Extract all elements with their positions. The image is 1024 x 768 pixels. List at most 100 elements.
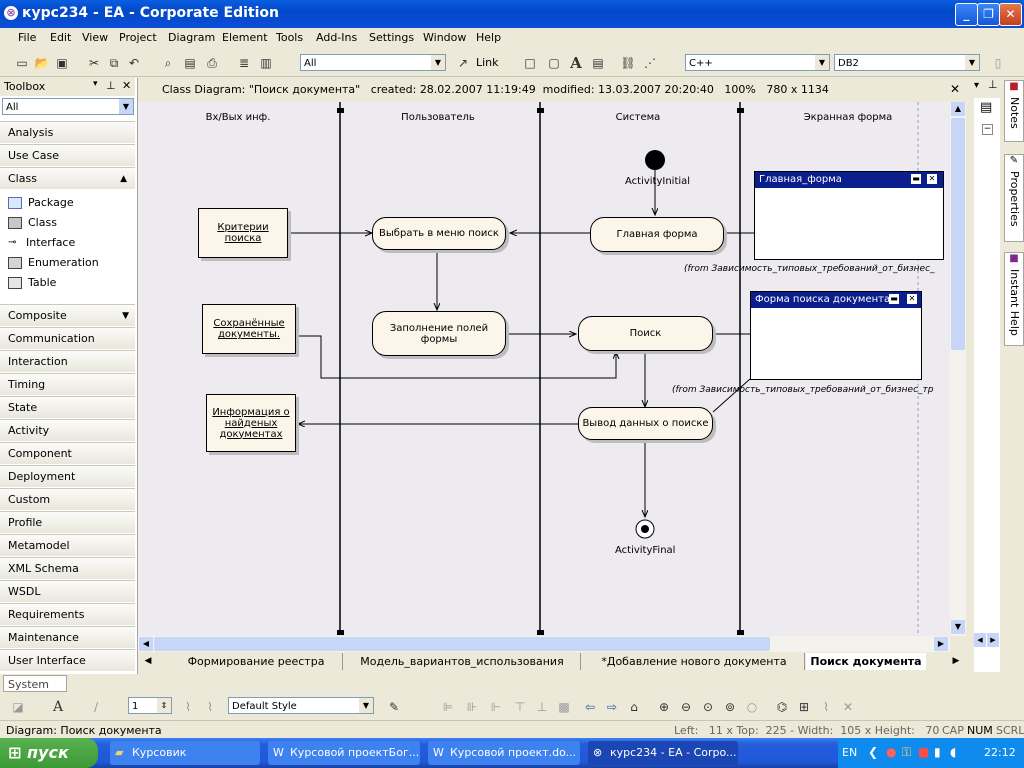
tray-network-icon[interactable]: ▮ — [934, 745, 941, 759]
align-middle-icon[interactable]: ⊥ — [536, 700, 548, 714]
notes-icon[interactable]: ≣ — [238, 56, 250, 70]
align-left-icon[interactable]: ⊫ — [442, 700, 454, 714]
project-tree-panel[interactable]: ▤ − ◀ ▶ — [974, 98, 1000, 672]
menu-edit[interactable]: Edit — [50, 31, 72, 44]
pin-icon[interactable]: ⊥ — [106, 79, 116, 92]
menu-project[interactable]: Project — [119, 31, 157, 44]
rectangle-icon[interactable]: □ — [524, 56, 536, 70]
font-color-icon[interactable]: A — [52, 699, 64, 715]
zoom-fit-icon[interactable]: ⊚ — [724, 700, 736, 714]
link-arrow-icon[interactable]: ↗ — [457, 56, 469, 70]
tray-app-icon[interactable]: ■ — [918, 745, 930, 759]
database-select[interactable]: DB2▼ — [834, 54, 980, 71]
tray-antivirus-icon[interactable]: ● — [886, 745, 897, 759]
copy-icon[interactable]: ⧉ — [109, 56, 119, 70]
same-size-icon[interactable]: ▩ — [558, 700, 570, 714]
system-tab[interactable]: System — [3, 675, 67, 692]
note-icon[interactable]: ▤ — [592, 56, 604, 70]
action-output-results[interactable]: Вывод данных о поиске — [578, 407, 713, 440]
toolbox-group-deployment[interactable]: Deployment — [0, 465, 135, 487]
link-label[interactable]: Link — [476, 56, 499, 69]
tab-usecase-model[interactable]: Модель_вариантов_использования — [344, 653, 581, 670]
toolbox-group-metamodel[interactable]: Metamodel — [0, 534, 135, 556]
toolbox-item-package[interactable]: Package — [8, 196, 74, 209]
horizontal-scrollbar[interactable]: ◀ ▶ — [138, 636, 950, 652]
vertical-scrollbar[interactable]: ▲ ▼ — [950, 102, 966, 636]
toolbox-item-table[interactable]: Table — [8, 276, 56, 289]
minimize-button[interactable]: _ — [955, 3, 978, 26]
toolbox-filter-select[interactable]: All▼ — [2, 98, 134, 115]
new-icon[interactable]: ▭ — [16, 56, 28, 70]
square-icon[interactable]: ▢ — [548, 56, 560, 70]
zoom-out-icon[interactable]: ⊖ — [680, 700, 692, 714]
line-width-spinner[interactable]: 1⇕ — [128, 697, 172, 714]
text-icon[interactable]: A — [570, 54, 582, 72]
element-filter-select[interactable]: All▼ — [300, 54, 446, 71]
menu-window[interactable]: Window — [423, 31, 467, 44]
menu-diagram[interactable]: Diagram — [168, 31, 216, 44]
language-indicator[interactable]: EN — [842, 746, 858, 759]
diagram-canvas[interactable]: Вх/Вых инф. Пользователь Система Экранна… — [138, 102, 950, 636]
toolbox-group-maintenance[interactable]: Maintenance — [0, 626, 135, 648]
zoom-in-icon[interactable]: ⊕ — [658, 700, 670, 714]
action-search[interactable]: Поиск — [578, 316, 713, 351]
instant-help-tab[interactable]: ■ Instant Help — [1004, 252, 1024, 346]
cut-icon[interactable]: ✂ — [88, 56, 100, 70]
tree-collapse-icon[interactable]: − — [982, 124, 993, 135]
menu-view[interactable]: View — [82, 31, 109, 44]
scroll-left-icon[interactable]: ◀ — [139, 637, 153, 651]
form-search-document[interactable]: Форма поиска документа▬✕ — [750, 291, 922, 380]
expand-icon[interactable]: ▼ — [122, 311, 129, 321]
toolbox-menu-icon[interactable]: ▾ — [93, 79, 98, 89]
toolbox-group-custom[interactable]: Custom — [0, 488, 135, 510]
pencil-icon[interactable]: ✎ — [388, 700, 400, 714]
taskbar-folder[interactable]: ▰Курсовик — [110, 741, 260, 765]
toolbox-group-requirements[interactable]: Requirements — [0, 603, 135, 625]
layout-icon[interactable]: ⊞ — [798, 700, 810, 714]
toolbox-group-timing[interactable]: Timing — [0, 373, 135, 395]
close-diagram-icon[interactable]: ✕ — [950, 82, 961, 96]
menu-element[interactable]: Element — [222, 31, 268, 44]
language-select[interactable]: C++▼ — [685, 54, 830, 71]
object-search-criteria[interactable]: Критерии поиска — [198, 208, 288, 258]
toolbox-group-profile[interactable]: Profile — [0, 511, 135, 533]
object-saved-documents[interactable]: Сохранённые документы. — [202, 304, 296, 354]
toolbox-group-state[interactable]: State — [0, 396, 135, 418]
close-toolbox-icon[interactable]: ✕ — [122, 79, 132, 92]
format-painter-icon[interactable]: ⌇ — [185, 700, 191, 714]
brush-icon[interactable]: ⌇ — [823, 700, 829, 714]
toolbox-group-composite[interactable]: Composite▼ — [0, 304, 135, 326]
tab-registry[interactable]: Формирование реестра — [170, 653, 343, 670]
align-right-icon[interactable]: ⊩ — [490, 700, 502, 714]
action-choose-search[interactable]: Выбрать в меню поиск — [372, 217, 506, 250]
save-icon[interactable]: ▣ — [56, 56, 68, 70]
tray-arrow-icon[interactable]: ❮ — [868, 745, 879, 759]
menu-addins[interactable]: Add-Ins — [316, 31, 358, 44]
line-color-icon[interactable]: ∕ — [93, 700, 99, 714]
toolbox-group-userinterface[interactable]: User Interface — [0, 649, 135, 671]
scroll-down-icon[interactable]: ▼ — [951, 620, 965, 634]
toolbox-group-usecase[interactable]: Use Case — [0, 144, 135, 166]
taskbar-ea[interactable]: ⊗курс234 - EA - Corpo... — [588, 741, 738, 765]
toolbox-group-interaction[interactable]: Interaction — [0, 350, 135, 372]
menu-settings[interactable]: Settings — [369, 31, 415, 44]
open-icon[interactable]: 📂 — [34, 56, 50, 70]
toolbox-group-communication[interactable]: Communication — [0, 327, 135, 349]
tab-add-document[interactable]: *Добавление нового документа — [584, 653, 805, 670]
zoom-normal-icon[interactable]: ⊙ — [702, 700, 714, 714]
toolbox-group-analysis[interactable]: Analysis — [0, 121, 135, 143]
align-top-icon[interactable]: ⊤ — [514, 700, 526, 714]
form-main[interactable]: Главная_форма▬✕ — [754, 171, 944, 260]
panel-scroll-right-icon[interactable]: ▶ — [987, 633, 999, 647]
book-icon[interactable]: ▥ — [260, 56, 272, 70]
style-select[interactable]: Default Style▼ — [228, 697, 374, 714]
print-icon[interactable]: ⎙ — [207, 56, 217, 70]
delete-icon[interactable]: ✕ — [842, 700, 854, 714]
scroll-up-icon[interactable]: ▲ — [951, 102, 965, 116]
tabs-right-icon[interactable]: ▶ — [952, 656, 960, 666]
undo-icon[interactable]: ↶ — [128, 56, 140, 70]
horizontal-scroll-thumb[interactable] — [154, 637, 770, 651]
apply-style-icon[interactable]: ⌇ — [207, 700, 213, 714]
home-icon[interactable]: ⌂ — [630, 700, 638, 714]
